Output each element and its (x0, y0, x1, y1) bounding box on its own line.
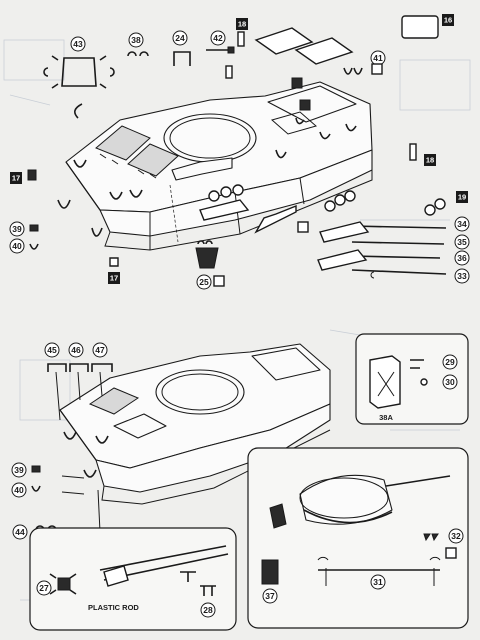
callout-40: 40 (11, 482, 27, 498)
callout-40: 40 (9, 238, 25, 254)
inset-turret: 32 31 37 (247, 447, 469, 629)
callout-44: 44 (12, 524, 28, 540)
callout-24: 24 (172, 30, 188, 46)
svg-text:16: 16 (444, 16, 452, 25)
svg-text:18: 18 (238, 20, 246, 29)
svg-text:30: 30 (445, 377, 455, 387)
plastic-rod-label: PLASTIC ROD (88, 603, 139, 612)
tag-16: 16 (442, 14, 454, 26)
tag-18-top: 18 (236, 18, 248, 30)
callout-36: 36 (454, 250, 470, 266)
callout-30: 30 (442, 374, 458, 390)
callout-28: 28 (200, 602, 216, 618)
svg-text:24: 24 (175, 33, 185, 43)
step1-tags: 16 18 18 17 17 19 (10, 14, 468, 287)
svg-text:36: 36 (457, 253, 467, 263)
step1-hull (65, 81, 373, 251)
tag-18-bottom: 18 (424, 154, 436, 166)
inset-38a: 29 30 38A (355, 333, 469, 425)
svg-text:34: 34 (457, 219, 467, 229)
glue-icon (445, 547, 457, 559)
svg-text:37: 37 (265, 591, 275, 601)
svg-text:19: 19 (458, 193, 466, 202)
svg-text:25: 25 (199, 277, 209, 287)
tag-17-bottom: 17 (108, 272, 120, 284)
step2-hull (59, 343, 331, 505)
step1-callouts: 43 38 24 42 41 39 40 25 34 35 36 33 (9, 30, 470, 290)
callout-37: 37 (262, 588, 278, 604)
callout-39: 39 (11, 462, 27, 478)
svg-text:42: 42 (213, 33, 223, 43)
svg-text:39: 39 (14, 465, 24, 475)
callout-32: 32 (448, 528, 464, 544)
tag-17-left: 17 (10, 172, 22, 184)
callout-27: 27 (36, 580, 52, 596)
svg-text:44: 44 (15, 527, 25, 537)
glue-icon (297, 221, 309, 233)
svg-text:47: 47 (95, 345, 105, 355)
svg-text:33: 33 (457, 271, 467, 281)
svg-text:17: 17 (110, 274, 118, 283)
inset-plastic-rod: 27 28 PLASTIC ROD (29, 527, 237, 631)
svg-text:29: 29 (445, 357, 455, 367)
svg-text:18: 18 (426, 156, 434, 165)
callout-34: 34 (454, 216, 470, 232)
svg-text:27: 27 (39, 583, 49, 593)
svg-text:31: 31 (373, 577, 383, 587)
callout-45: 45 (44, 342, 60, 358)
tag-19: 19 (456, 191, 468, 203)
callout-33: 33 (454, 268, 470, 284)
svg-text:17: 17 (12, 174, 20, 183)
callout-38: 38 (128, 32, 144, 48)
svg-text:43: 43 (73, 39, 83, 49)
svg-text:40: 40 (12, 241, 22, 251)
callout-47: 47 (92, 342, 108, 358)
callout-35: 35 (454, 234, 470, 250)
svg-text:46: 46 (71, 345, 81, 355)
step2-parts (31, 363, 113, 533)
callout-42: 42 (210, 30, 226, 46)
svg-text:28: 28 (203, 605, 213, 615)
svg-text:39: 39 (12, 224, 22, 234)
svg-text:35: 35 (457, 237, 467, 247)
svg-text:32: 32 (451, 531, 461, 541)
svg-text:41: 41 (373, 53, 383, 63)
svg-text:45: 45 (47, 345, 57, 355)
callout-25: 25 (196, 274, 212, 290)
glue-icon (371, 63, 383, 75)
callout-31: 31 (370, 574, 386, 590)
callout-29: 29 (442, 354, 458, 370)
callout-39: 39 (9, 221, 25, 237)
step1-parts (27, 15, 447, 279)
callout-46: 46 (68, 342, 84, 358)
callout-43: 43 (70, 36, 86, 52)
callout-41: 41 (370, 50, 386, 66)
box-label-38a: 38A (379, 413, 393, 422)
svg-text:38: 38 (131, 35, 141, 45)
svg-text:40: 40 (14, 485, 24, 495)
step2-callouts: 45 46 47 39 40 44 (11, 342, 108, 540)
glue-icon (213, 275, 225, 287)
